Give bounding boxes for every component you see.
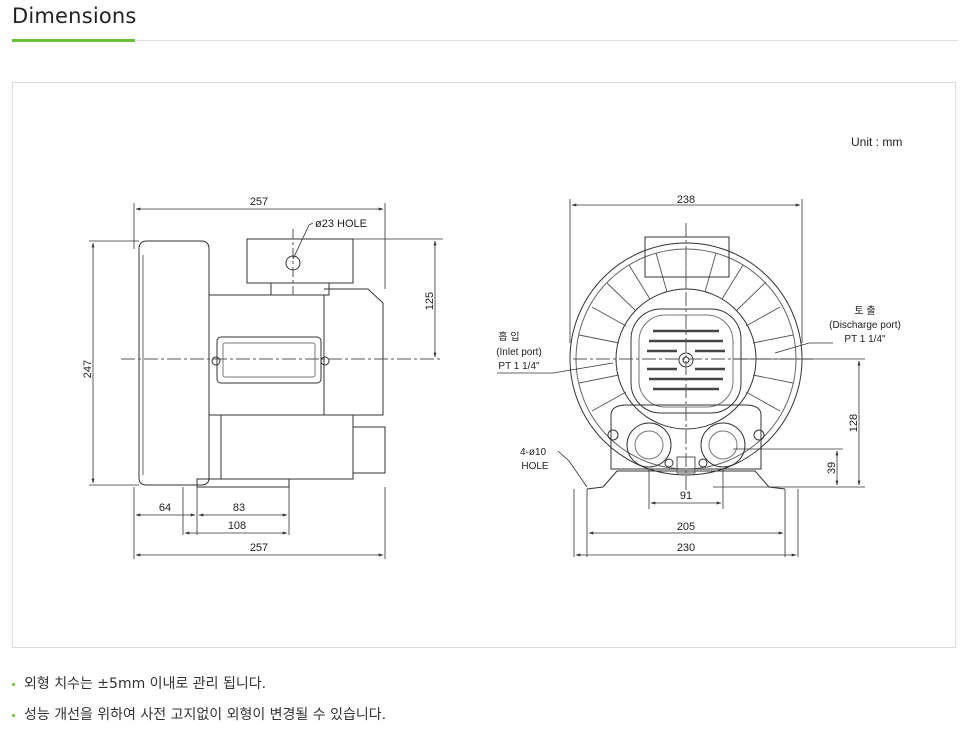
discharge-label-ko: 토 출 bbox=[854, 305, 875, 317]
unit-label: Unit : mm bbox=[851, 135, 902, 149]
mount-hole-line2: HOLE bbox=[521, 461, 549, 472]
side-width-bottom: 257 bbox=[250, 542, 268, 554]
bullet-icon bbox=[12, 714, 15, 717]
title-accent-bar bbox=[12, 39, 135, 42]
bullet-icon bbox=[12, 683, 15, 686]
side-width-top: 257 bbox=[250, 196, 268, 208]
front-width-top: 238 bbox=[677, 194, 695, 206]
note-text: 외형 치수는 ±5mm 이내로 관리 됩니다. bbox=[24, 676, 267, 692]
side-view bbox=[89, 203, 443, 559]
mount-hole-line1: 4-ø10 bbox=[520, 447, 547, 458]
inlet-label-en: (Inlet port) bbox=[496, 347, 542, 358]
front-foot-height: 39 bbox=[826, 462, 838, 474]
side-foot-span: 83 bbox=[233, 502, 245, 514]
note-item: 외형 치수는 ±5mm 이내로 관리 됩니다. bbox=[12, 674, 386, 694]
notes-list: 외형 치수는 ±5mm 이내로 관리 됩니다. 성능 개선을 위하여 사전 고지… bbox=[12, 674, 386, 736]
note-item: 성능 개선을 위하여 사전 고지없이 외형이 변경될 수 있습니다. bbox=[12, 705, 386, 725]
inlet-spec: PT 1 1/4" bbox=[498, 361, 540, 372]
front-hole-span: 91 bbox=[680, 490, 692, 502]
side-foot-total: 108 bbox=[228, 520, 246, 532]
front-view bbox=[497, 199, 865, 557]
discharge-label-en: (Discharge port) bbox=[829, 320, 901, 331]
discharge-spec: PT 1 1/4" bbox=[844, 334, 886, 345]
dimension-drawing-svg: Unit : mm 257 ø23 HOLE 247 125 64 83 108… bbox=[82, 135, 902, 559]
side-left-offset: 64 bbox=[159, 502, 171, 514]
side-top-to-center: 125 bbox=[424, 292, 436, 310]
title-divider bbox=[12, 40, 958, 41]
inlet-label-ko: 흡 입 bbox=[498, 330, 519, 343]
page-title: Dimensions bbox=[12, 4, 137, 28]
note-text: 성능 개선을 위하여 사전 고지없이 외형이 변경될 수 있습니다. bbox=[24, 707, 387, 723]
front-base-width: 230 bbox=[677, 542, 695, 554]
front-port-height: 128 bbox=[848, 414, 860, 432]
hole-label: ø23 HOLE bbox=[315, 218, 367, 230]
side-height: 247 bbox=[82, 360, 94, 378]
front-foot-span: 205 bbox=[677, 521, 695, 533]
dimension-drawing: Unit : mm 257 ø23 HOLE 247 125 64 83 108… bbox=[12, 82, 956, 648]
